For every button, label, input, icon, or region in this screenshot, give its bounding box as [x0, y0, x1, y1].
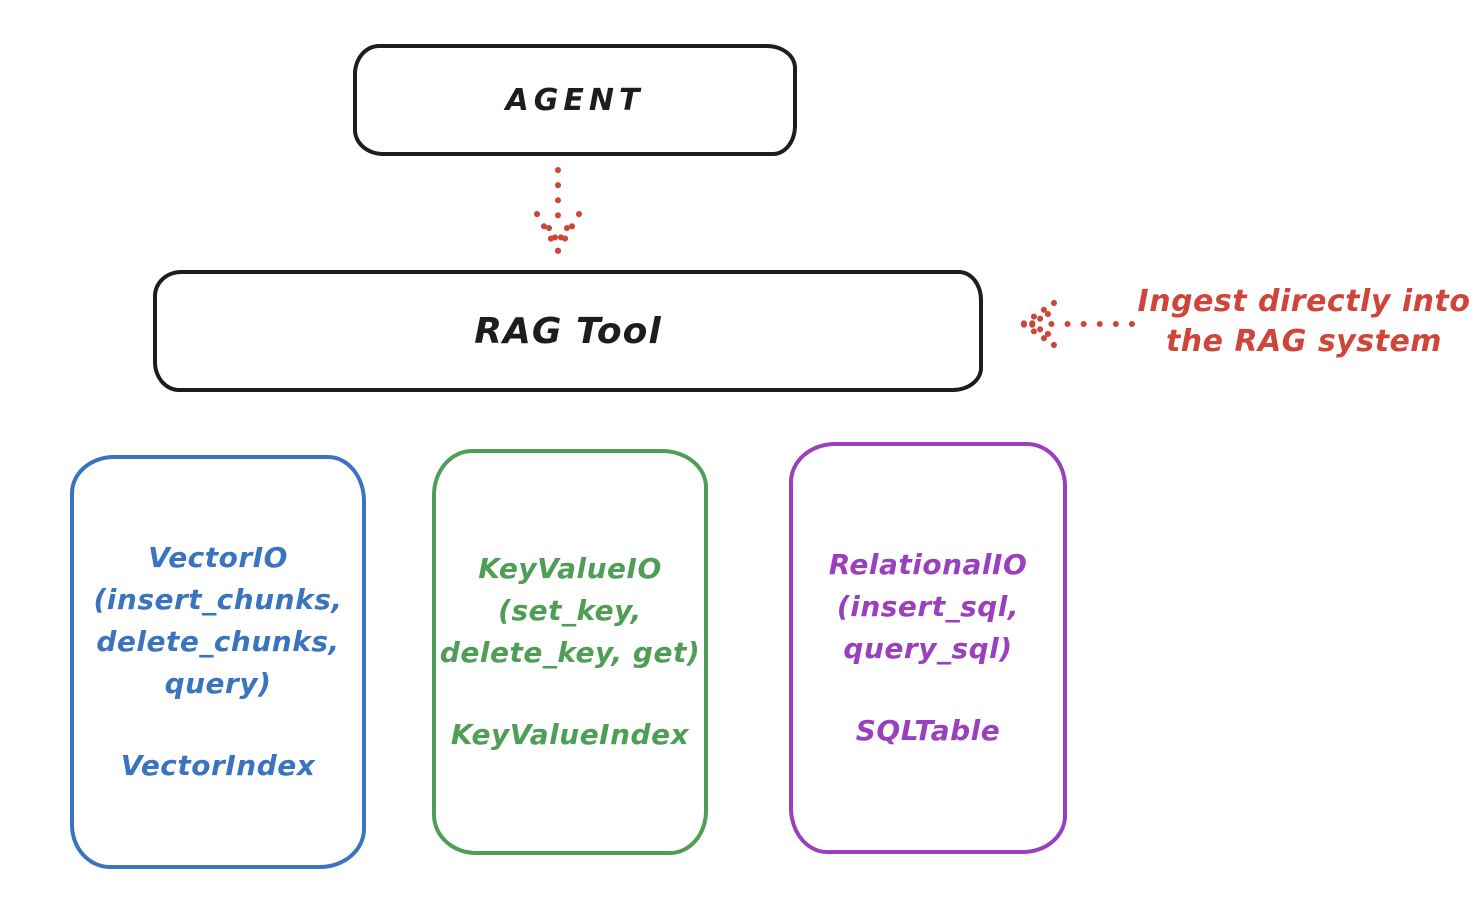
keyvalue-io-api-block: KeyValueIO (set_key, delete_key, get): [440, 548, 700, 674]
vector-io-title: VectorIO: [148, 541, 288, 574]
backend-node-vector-io: VectorIO (insert_chunks, delete_chunks, …: [70, 455, 366, 869]
keyvalue-index-label: KeyValueIndex: [450, 718, 690, 751]
relational-io-title: RelationalIO: [828, 548, 1028, 581]
ingest-annotation-line-1: Ingest directly into: [1137, 284, 1471, 319]
rag-tool-label: RAG Tool: [474, 310, 662, 352]
keyvalue-io-method-line: delete_key, get): [439, 636, 701, 669]
ingest-annotation: Ingest directly into the RAG system: [1130, 282, 1478, 362]
agent-label: AGENT: [505, 82, 645, 118]
vector-io-method-line: (insert_chunks,: [93, 583, 343, 616]
sql-table-label: SQLTable: [855, 714, 1001, 747]
relational-io-method-line: query_sql): [843, 632, 1013, 665]
vector-io-api-block: VectorIO (insert_chunks, delete_chunks, …: [94, 537, 343, 705]
keyvalue-io-title: KeyValueIO: [478, 552, 662, 585]
rag-tool-node: RAG Tool: [153, 270, 983, 392]
vector-io-method-line: delete_chunks,: [96, 625, 340, 658]
relational-io-method-line: (insert_sql,: [836, 590, 1020, 623]
vector-io-method-line: query): [164, 667, 272, 700]
arrow-annotation-to-rag-tool-icon: [1020, 300, 1135, 348]
arrow-agent-to-rag-tool-icon: [534, 167, 582, 254]
ingest-annotation-line-2: the RAG system: [1165, 324, 1443, 359]
relational-io-api-block: RelationalIO (insert_sql, query_sql): [829, 544, 1028, 670]
agent-node: AGENT: [353, 44, 797, 156]
vector-index-label: VectorIndex: [120, 749, 316, 782]
backend-node-relational-io: RelationalIO (insert_sql, query_sql) SQL…: [789, 442, 1067, 854]
backend-node-keyvalue-io: KeyValueIO (set_key, delete_key, get) Ke…: [432, 449, 708, 855]
keyvalue-io-method-line: (set_key,: [498, 594, 642, 627]
